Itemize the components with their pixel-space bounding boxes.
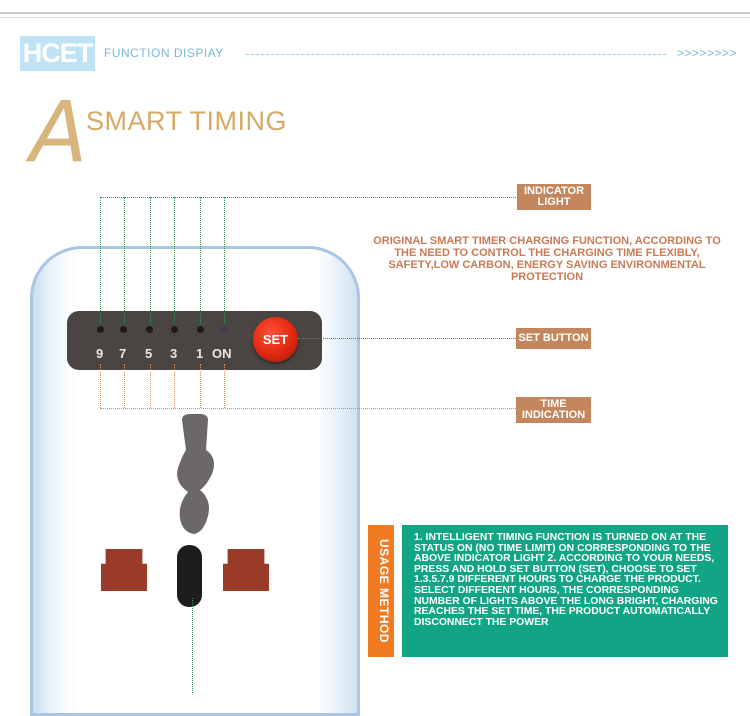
top-divider-thin	[0, 17, 750, 18]
led-label-3: 3	[170, 346, 178, 361]
bottom-callout-line	[192, 598, 193, 693]
time-leader-on	[224, 364, 225, 408]
indicator-leader-5	[150, 197, 151, 323]
led-label-9: 9	[96, 346, 104, 361]
feature-title: SMART TIMING	[86, 106, 288, 136]
led-label-7: 7	[119, 346, 127, 361]
brand-logo: HCET	[20, 36, 95, 71]
right-socket-hole	[223, 549, 269, 591]
indicator-leader-9	[100, 197, 101, 323]
led-label-5: 5	[145, 346, 153, 361]
indicator-callout-line	[100, 197, 516, 198]
usage-method-text: 1. INTELLIGENT TIMING FUNCTION IS TURNED…	[402, 525, 728, 657]
center-socket-hole	[177, 545, 202, 607]
indicator-light-label: INDICATOR LIGHT	[517, 184, 591, 210]
feature-description: ORIGINAL SMART TIMER CHARGING FUNCTION, …	[373, 235, 721, 283]
time-leader-9	[100, 364, 101, 408]
time-leader-3	[174, 364, 175, 408]
feature-letter: A	[30, 83, 88, 181]
set-button[interactable]: SET	[253, 317, 298, 362]
time-callout-line	[100, 408, 516, 409]
led-label-1: 1	[196, 346, 204, 361]
indicator-led-5	[146, 326, 153, 333]
indicator-leader-1	[200, 197, 201, 323]
usage-method-tag: USAGE METHOD	[377, 538, 391, 643]
time-indication-label: TIME INDICATION	[516, 397, 591, 423]
indicator-leader-7	[124, 197, 125, 323]
indicator-led-9	[97, 326, 104, 333]
set-button-label: SET	[262, 332, 289, 347]
indicator-led-on	[220, 326, 227, 333]
indicator-leader-on	[224, 197, 225, 323]
section-title: FUNCTION DISPIAY	[104, 46, 224, 60]
time-leader-1	[200, 364, 201, 408]
section-arrows: >>>>>>>>	[677, 46, 738, 60]
section-divider	[246, 54, 666, 55]
set-callout-line	[298, 338, 516, 339]
top-divider	[0, 12, 750, 14]
time-leader-7	[124, 364, 125, 408]
time-leader-5	[150, 364, 151, 408]
universal-socket-slot	[177, 414, 214, 534]
indicator-leader-3	[174, 197, 175, 323]
left-socket-hole	[101, 549, 147, 591]
led-label-on: ON	[212, 346, 232, 361]
set-button-callout: SET BUTTON	[516, 328, 591, 349]
indicator-led-1	[197, 326, 204, 333]
indicator-led-3	[171, 326, 178, 333]
indicator-led-7	[120, 326, 127, 333]
usage-tag-background	[368, 525, 394, 657]
